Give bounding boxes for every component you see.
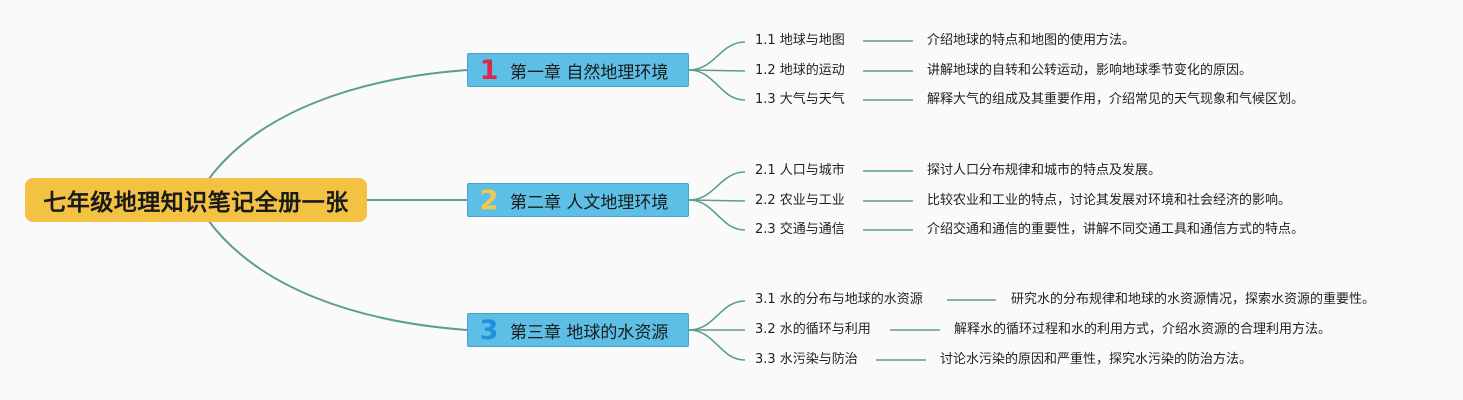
root-node[interactable]: 七年级地理知识笔记全册一张	[25, 178, 367, 222]
chapter-2-branch-3	[688, 199, 746, 231]
section-1-1-label[interactable]: 1.1 地球与地图	[755, 33, 845, 48]
section-1-2-label[interactable]: 1.2 地球的运动	[755, 63, 845, 78]
section-2-3-label[interactable]: 2.3 交通与通信	[755, 222, 845, 237]
section-3-3-label[interactable]: 3.3 水污染与防治	[755, 352, 858, 367]
chapter-2-node[interactable]: 2 第二章 人文地理环境	[467, 183, 689, 217]
section-2-3-desc: 介绍交通和通信的重要性，讲解不同交通工具和通信方式的特点。	[927, 222, 1305, 237]
chapter-1-branch-2	[688, 69, 746, 72]
chapter-3-number-icon: 3	[479, 314, 499, 346]
chapter-1-branch-1	[688, 41, 746, 71]
section-2-1-desc: 探讨人口分布规律和城市的特点及发展。	[927, 163, 1162, 178]
chapter-3-node[interactable]: 3 第三章 地球的水资源	[467, 313, 689, 347]
chapter-2-branch-2	[688, 199, 746, 202]
root-title: 七年级地理知识笔记全册一张	[43, 190, 349, 216]
section-3-2-label[interactable]: 3.2 水的循环与利用	[755, 322, 871, 337]
chapter-2-title: 第二章 人文地理环境	[510, 192, 669, 213]
section-3-2-desc: 解释水的循环过程和水的利用方式，介绍水资源的合理利用方法。	[954, 322, 1332, 337]
section-1-1-desc: 介绍地球的特点和地图的使用方法。	[927, 33, 1136, 48]
section-3-3-desc: 讨论水污染的原因和严重性，探究水污染的防治方法。	[940, 352, 1253, 367]
root-to-chapter-3-link	[207, 219, 468, 331]
chapter-3-title: 第三章 地球的水资源	[510, 322, 669, 343]
chapter-3-branch-1	[688, 300, 746, 331]
chapter-1-title: 第一章 自然地理环境	[510, 62, 669, 83]
section-2-2-label[interactable]: 2.2 农业与工业	[755, 193, 845, 208]
section-1-3-desc: 解释大气的组成及其重要作用，介绍常见的天气现象和气候区划。	[927, 92, 1305, 107]
chapter-1-branch-3	[688, 69, 746, 101]
section-2-1-label[interactable]: 2.1 人口与城市	[755, 163, 845, 178]
section-1-3-label[interactable]: 1.3 大气与天气	[755, 92, 845, 107]
chapter-1-number-icon: 1	[479, 54, 499, 86]
section-3-1-label[interactable]: 3.1 水的分布与地球的水资源	[755, 292, 923, 307]
chapter-1-node[interactable]: 1 第一章 自然地理环境	[467, 53, 689, 87]
section-1-2-desc: 讲解地球的自转和公转运动，影响地球季节变化的原因。	[927, 63, 1253, 78]
section-2-2-desc: 比较农业和工业的特点，讨论其发展对环境和社会经济的影响。	[927, 193, 1292, 208]
chapter-2-branch-1	[688, 171, 746, 201]
chapter-3-branch-3	[688, 329, 746, 361]
chapter-2-number-icon: 2	[479, 184, 499, 216]
section-3-1-desc: 研究水的分布规律和地球的水资源情况，探索水资源的重要性。	[1011, 292, 1376, 307]
root-to-chapter-1-link	[207, 69, 468, 181]
